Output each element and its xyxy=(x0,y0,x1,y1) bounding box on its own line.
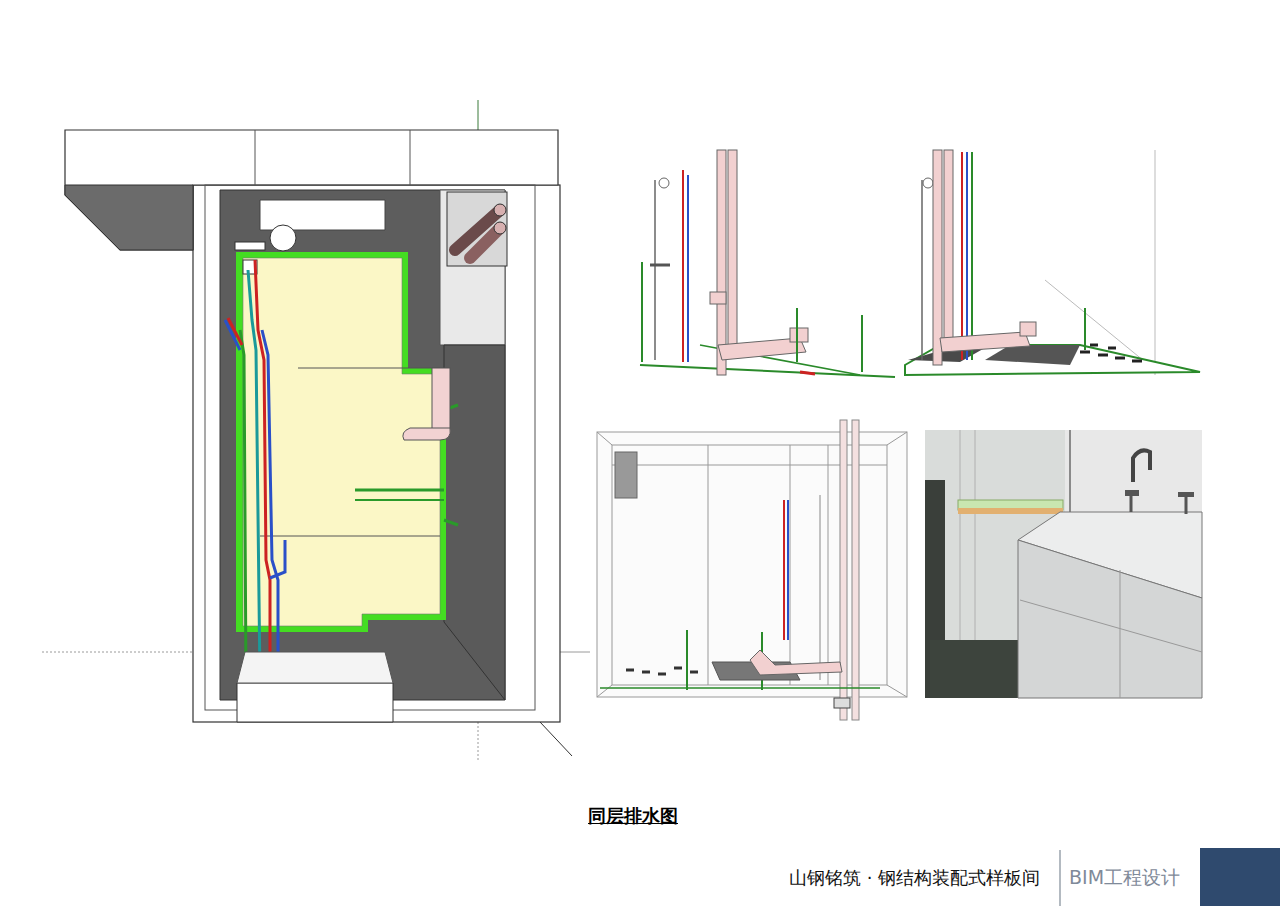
pipe-view-2 xyxy=(905,150,1200,375)
footer-divider xyxy=(1059,850,1061,906)
wireframe-view xyxy=(597,420,907,720)
figure-title: 同层排水图 xyxy=(588,804,678,828)
guide-lines xyxy=(42,100,590,760)
footer-block xyxy=(1200,848,1280,906)
render-view xyxy=(925,430,1202,698)
project-name: 山钢铭筑 · 钢结构装配式样板间 xyxy=(789,866,1040,890)
department-name: BIM工程设计 xyxy=(1069,865,1180,891)
plan-view xyxy=(65,130,560,722)
pipe-view-1 xyxy=(640,150,895,377)
